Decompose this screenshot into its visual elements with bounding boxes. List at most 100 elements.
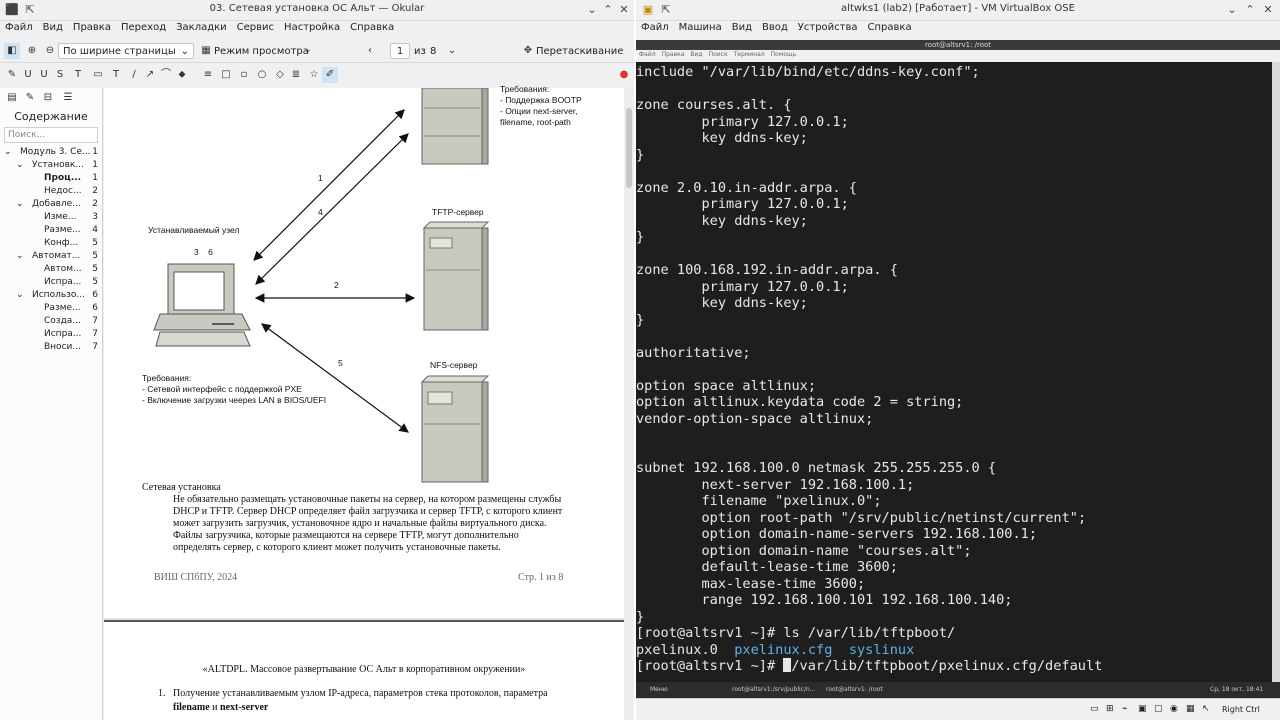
chevron-down-icon[interactable]: ⌄ (4, 147, 12, 157)
toc-item[interactable]: Вноси...7 (0, 342, 102, 355)
previous-page-icon[interactable]: ‹ (368, 45, 372, 56)
sidebar-toggle-icon[interactable]: ◧ (4, 43, 20, 59)
zoom-in-icon[interactable]: ⊕ (27, 45, 37, 56)
guest-start-menu[interactable]: Меню (650, 686, 668, 693)
toc-item[interactable]: ⌄Добавле...2 (0, 199, 102, 212)
rect-icon[interactable]: □ (221, 69, 231, 80)
vbox-menu-machine[interactable]: Машина (678, 22, 722, 33)
virtualbox-app-icon[interactable]: ▣ (642, 3, 654, 16)
mouse-integration-icon[interactable]: ↖ (1202, 704, 1210, 714)
zoom-out-icon[interactable]: ⊖ (45, 45, 55, 56)
terminal-scrollbar[interactable] (1272, 62, 1280, 682)
vbox-menu-file[interactable]: Файл (641, 22, 669, 33)
toc-item[interactable]: Изме...3 (0, 212, 102, 225)
strikeout-icon[interactable]: S (56, 69, 64, 80)
bookmarks-icon[interactable]: ⊟ (43, 92, 53, 103)
star-icon[interactable]: ☆ (309, 69, 319, 80)
guest-menu-view[interactable]: Вид (690, 51, 703, 58)
zoom-mode-combo[interactable]: По ширине страницы⌄ (58, 43, 194, 59)
guest-menu-help[interactable]: Помощь (770, 51, 797, 58)
hdd-icon[interactable]: ▭ (1090, 704, 1099, 714)
menu-file[interactable]: Файл (5, 22, 33, 33)
network-icon[interactable]: ⊞ (1106, 704, 1114, 714)
pin-annotation-icon[interactable]: ✐ (322, 67, 338, 83)
vbox-menu-view[interactable]: Вид (731, 22, 752, 33)
ruler-icon[interactable]: ≣ (291, 69, 301, 80)
chevron-down-icon[interactable]: ⌄ (16, 290, 24, 300)
menu-edit[interactable]: Правка (72, 22, 111, 33)
toc-item[interactable]: ⌄Использо...6 (0, 290, 102, 303)
minimize-icon[interactable]: ⌄ (1227, 3, 1237, 16)
vbox-menu-input[interactable]: Ввод (762, 22, 788, 33)
guest-task-2[interactable]: root@altsrv1: /root (826, 686, 883, 693)
cpu-icon[interactable]: ▦ (1186, 704, 1195, 714)
toc-item[interactable]: Разме...4 (0, 225, 102, 238)
menu-tools[interactable]: Сервис (236, 22, 275, 33)
guest-menu-edit[interactable]: Правка (661, 51, 685, 58)
menu-go[interactable]: Переход (120, 22, 167, 33)
freehand-icon[interactable]: ∕ (132, 69, 136, 80)
page-number-input[interactable]: 1 (390, 43, 410, 59)
underline-alt-icon[interactable]: U (40, 69, 48, 80)
drag-mode-button[interactable]: Перетаскивание (536, 46, 624, 57)
line-icon[interactable]: ↗ (145, 69, 155, 80)
minimize-icon[interactable]: ⌄ (587, 3, 597, 16)
eraser-icon[interactable]: ◇ (276, 69, 284, 80)
ellipse-icon[interactable]: ○ (257, 69, 267, 80)
close-annotation-toolbar-icon[interactable]: ● (619, 69, 629, 80)
view-mode-button[interactable]: Режим просмотра (214, 46, 309, 57)
guest-task-1[interactable]: root@altsrv1:/srv/public/n... (732, 686, 816, 693)
display-icon[interactable]: ▢ (1154, 704, 1163, 714)
vbox-menu-help[interactable]: Справка (867, 22, 912, 33)
toc-icon[interactable]: ☰ (63, 92, 73, 103)
chevron-down-icon[interactable]: ⌄ (16, 160, 24, 170)
terminal-prompt-line[interactable]: [root@altsrv1 ~]# /var/lib/tftpboot/pxel… (636, 658, 1102, 675)
toc-item[interactable]: Недос...2 (0, 186, 102, 199)
pin-icon[interactable]: ⇱ (25, 3, 35, 16)
maximize-icon[interactable]: ⌃ (603, 3, 613, 16)
chevron-down-icon[interactable]: ⌄ (16, 199, 24, 209)
menu-bookmarks[interactable]: Закладки (176, 22, 227, 33)
document-view[interactable]: Требования: - Поддержка BOOTP - Опции ne… (104, 84, 624, 720)
underline-icon[interactable]: U (24, 69, 32, 80)
document-scrollbar[interactable] (624, 88, 634, 720)
scrollbar-thumb[interactable] (626, 108, 632, 188)
okular-app-icon[interactable]: ⬛ (5, 3, 19, 16)
toc-item[interactable]: ⌄Установк...1 (0, 160, 102, 173)
menu-settings[interactable]: Настройка (284, 22, 341, 33)
chevron-down-icon[interactable]: ⌄ (16, 251, 24, 261)
maximize-icon[interactable]: ⌃ (1245, 3, 1255, 16)
guest-menu-terminal[interactable]: Терминал (733, 51, 765, 58)
terminal-output[interactable]: include "/var/lib/bind/etc/ddns-key.conf… (636, 62, 1272, 682)
thumbnails-icon[interactable]: ▤ (7, 92, 17, 103)
toc-search-input[interactable]: Поиск... (4, 127, 98, 143)
view-mode-icon[interactable]: ▦ (201, 45, 211, 56)
vbox-menu-devices[interactable]: Устройства (797, 22, 858, 33)
guest-menu-file[interactable]: Файл (639, 51, 656, 58)
toc-item[interactable]: Конф...5 (0, 238, 102, 251)
highlighter-icon[interactable]: ▫ (240, 69, 248, 80)
guest-menu-search[interactable]: Поиск (708, 51, 728, 58)
text-icon[interactable]: T (74, 69, 82, 80)
toc-item[interactable]: Разме...6 (0, 303, 102, 316)
typewriter-icon[interactable]: T (112, 69, 120, 80)
toc-item[interactable]: Автом...5 (0, 264, 102, 277)
toc-item[interactable]: ⌄Автомат...5 (0, 251, 102, 264)
polygon-icon[interactable]: ⌒ (161, 69, 171, 80)
shared-folder-icon[interactable]: ▣ (1138, 704, 1147, 714)
pen-icon[interactable]: ✎ (7, 69, 17, 80)
note-icon[interactable]: ▭ (93, 69, 103, 80)
chevron-down-icon[interactable]: ⌄ (304, 45, 312, 55)
menu-help[interactable]: Справка (350, 22, 395, 33)
close-icon[interactable]: ✕ (1263, 3, 1273, 16)
close-icon[interactable]: ✕ (619, 3, 629, 16)
toc-item[interactable]: Проц...1 (0, 173, 102, 186)
toc-item[interactable]: Испра...5 (0, 277, 102, 290)
recording-icon[interactable]: ◉ (1170, 704, 1178, 714)
menu-view[interactable]: Вид (42, 22, 63, 33)
drag-mode-icon[interactable]: ✥ (523, 45, 533, 56)
stamp-icon[interactable]: ⬥ (178, 69, 186, 80)
align-icon[interactable]: ≡ (203, 69, 213, 80)
toc-item[interactable]: ⌄Модуль 3. Се...1 (0, 147, 102, 160)
usb-icon[interactable]: ⌁ (1122, 704, 1128, 714)
